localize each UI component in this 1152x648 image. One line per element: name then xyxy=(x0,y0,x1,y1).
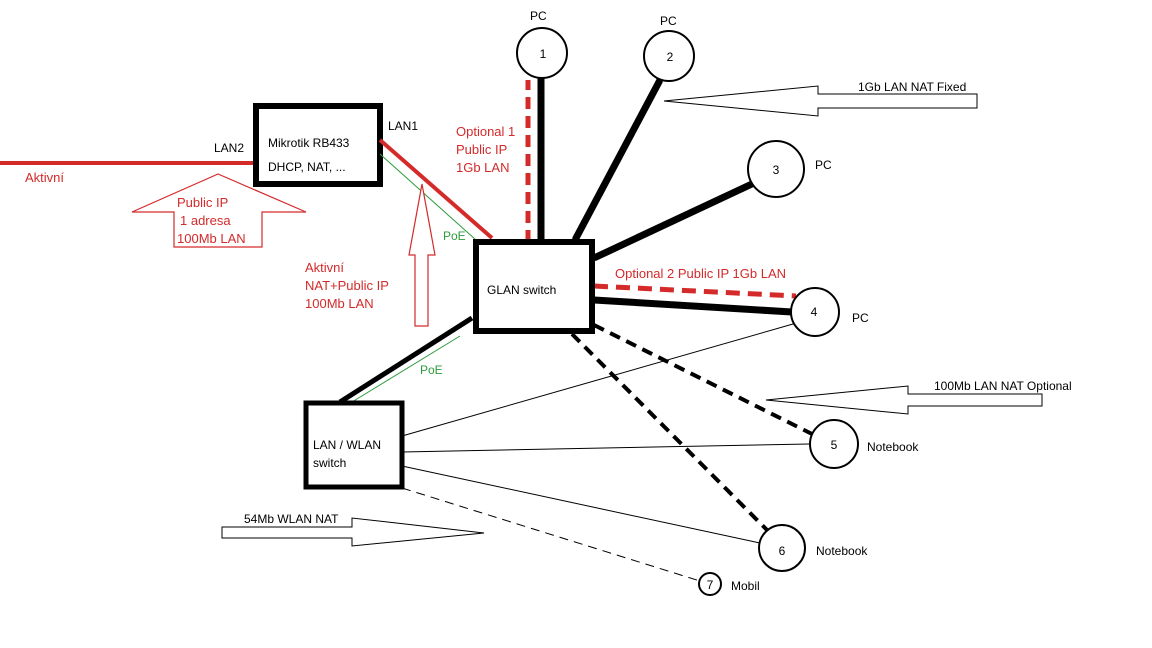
link-pc4 xyxy=(593,296,793,316)
wifi-link-notebook5 xyxy=(401,443,810,453)
gb-lan-arrow xyxy=(663,85,978,117)
link-notebook5 xyxy=(593,323,813,436)
mikrotik-glan-link xyxy=(378,138,494,240)
notebook5-label: Notebook xyxy=(867,440,919,454)
public-ip-arrow xyxy=(131,173,307,248)
wlan-switch-line1: LAN / WLAN xyxy=(313,438,381,452)
wlan-switch-box xyxy=(303,400,405,490)
pc2-node xyxy=(643,30,695,82)
pc2-label: PC xyxy=(660,14,677,28)
aktivni-line2: NAT+Public IP xyxy=(305,278,389,293)
mb100-lan-arrow-label: 100Mb LAN NAT Optional xyxy=(934,379,1072,393)
notebook5-number: 5 xyxy=(831,438,838,452)
pc4-node xyxy=(790,287,840,337)
mobil7-node xyxy=(698,572,722,596)
mb100-lan-arrow xyxy=(765,385,1043,415)
mikrotik-label: Mikrotik RB433 xyxy=(268,136,350,150)
pc4-number: 4 xyxy=(811,305,818,319)
mikrotik-services-label: DHCP, NAT, ... xyxy=(268,160,346,174)
mobil7-number: 7 xyxy=(707,578,714,592)
glan-switch-box xyxy=(473,239,595,334)
pc2-number: 2 xyxy=(667,50,674,64)
mikrotik-router-box xyxy=(253,103,383,187)
glan-switch-label: GLAN switch xyxy=(487,283,556,297)
notebook6-node xyxy=(758,524,806,572)
link-pc3 xyxy=(592,179,756,262)
public-ip-line3: 100Mb LAN xyxy=(177,231,246,246)
pc1-number: 1 xyxy=(540,47,547,61)
notebook6-label: Notebook xyxy=(816,544,868,558)
notebook6-number: 6 xyxy=(779,544,786,558)
aktivni-line1: Aktivní xyxy=(305,260,344,275)
wifi-link-notebook6 xyxy=(401,465,761,544)
pc3-number: 3 xyxy=(773,163,780,177)
wan-label: Aktivní xyxy=(25,170,64,185)
aktivni-arrow xyxy=(408,183,436,327)
optional2-label: Optional 2 Public IP 1Gb LAN xyxy=(615,266,786,281)
wlan54-arrow xyxy=(221,517,485,547)
optional1-line1: Optional 1 xyxy=(456,124,515,139)
public-ip-line1: Public IP xyxy=(177,195,228,210)
mobil7-label: Mobil xyxy=(731,579,760,593)
wlan54-arrow-label: 54Mb WLAN NAT xyxy=(244,512,339,526)
poe-line-upper xyxy=(379,153,477,241)
pc3-label: PC xyxy=(815,158,832,172)
poe-label-upper: PoE xyxy=(443,229,466,243)
poe-line-lower xyxy=(351,335,461,403)
wifi-link-mobil xyxy=(401,487,701,582)
link-notebook6 xyxy=(570,332,772,535)
wlan-switch-line2: switch xyxy=(313,456,346,470)
link-wlan-switch xyxy=(338,315,474,405)
optional1-line2: Public IP xyxy=(456,142,507,157)
link-pc2 xyxy=(571,78,664,242)
lan2-port-label: LAN2 xyxy=(214,141,244,155)
link-pc4-optional xyxy=(593,283,797,299)
gb-lan-arrow-label: 1Gb LAN NAT Fixed xyxy=(858,80,966,94)
lan1-port-label: LAN1 xyxy=(388,119,418,133)
aktivni-line3: 100Mb LAN xyxy=(305,296,374,311)
pc4-label: PC xyxy=(852,311,869,325)
pc1-node xyxy=(516,27,568,79)
notebook5-node xyxy=(809,419,859,469)
pc3-node xyxy=(747,140,805,198)
optional1-line3: 1Gb LAN xyxy=(456,160,509,175)
poe-label-lower: PoE xyxy=(420,363,443,377)
public-ip-line2: 1 adresa xyxy=(180,213,231,228)
pc1-label: PC xyxy=(530,9,547,23)
wifi-link-pc4 xyxy=(401,321,801,437)
